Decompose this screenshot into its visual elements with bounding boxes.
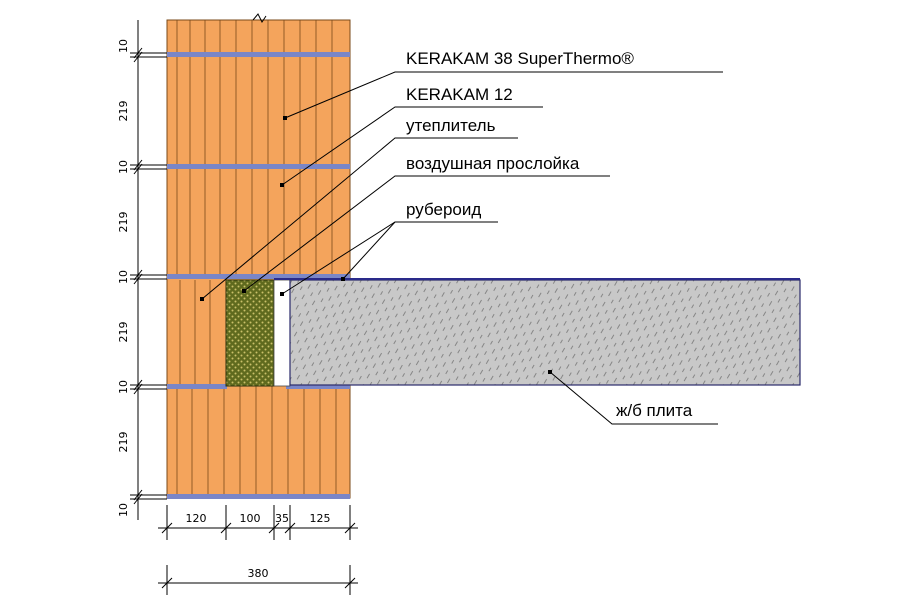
- dim-v-6: 10: [117, 380, 130, 394]
- brick-vertical-lines: [176, 20, 337, 498]
- label-roofing-felt: рубероид: [406, 200, 481, 219]
- dim-v-2: 10: [117, 160, 130, 174]
- dim-h-2: 35: [275, 512, 289, 525]
- dim-total: 380: [248, 567, 269, 580]
- break-mark: [252, 13, 267, 23]
- dim-h-3: 125: [310, 512, 331, 525]
- label-kerakam-12: KERAKAM 12: [406, 85, 513, 104]
- label-slab: ж/б плита: [616, 401, 693, 420]
- label-kerakam-38: KERAKAM 38 SuperThermo®: [406, 49, 634, 68]
- dim-v-8: 10: [117, 503, 130, 517]
- dim-h-1: 100: [240, 512, 261, 525]
- insulation-layer: [225, 279, 275, 387]
- brick-wall: [166, 19, 351, 499]
- dim-v-3: 219: [117, 212, 130, 233]
- vertical-dimension-chain: 10 219 10 219 10 219 10 219 10: [117, 20, 167, 520]
- label-air-gap: воздушная прослойка: [406, 154, 580, 173]
- label-insulation: утеплитель: [406, 116, 496, 135]
- dim-v-7: 219: [117, 432, 130, 453]
- dim-v-1: 219: [117, 101, 130, 122]
- leader-lines: [201, 71, 723, 425]
- concrete-slab: [289, 279, 801, 386]
- dim-v-4: 10: [117, 270, 130, 284]
- mortar-joints: [167, 52, 350, 499]
- dim-h-0: 120: [186, 512, 207, 525]
- horizontal-dimension-chain: 120 100 35 125 380: [158, 505, 358, 595]
- dim-v-0: 10: [117, 39, 130, 53]
- dim-v-5: 219: [117, 322, 130, 343]
